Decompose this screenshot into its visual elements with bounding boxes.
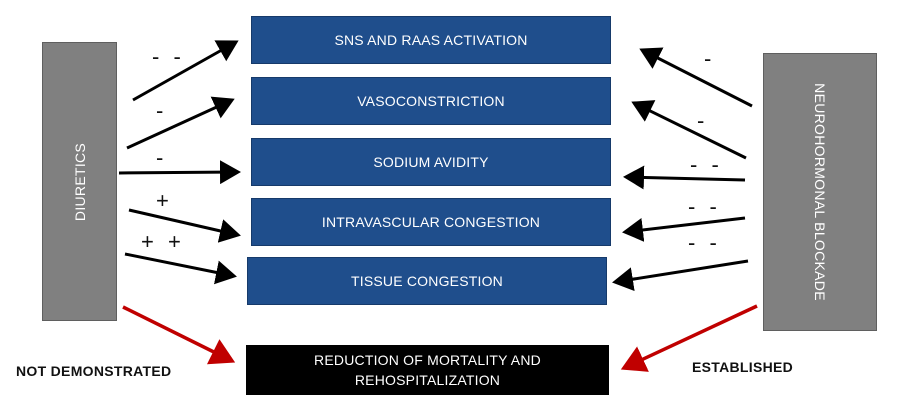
diuretics-sign-sns-raas: - - <box>152 44 185 69</box>
arrow-blockade-to-sns-raas <box>639 47 753 108</box>
caption-not-demonstrated: NOT DEMONSTRATED <box>16 363 172 379</box>
effect-label: VASOCONSTRICTION <box>357 93 505 109</box>
arrow-diuretics-to-outcome <box>122 305 236 365</box>
caption-established: ESTABLISHED <box>692 359 794 375</box>
blockade-sign-sns-raas: - <box>704 46 716 71</box>
outcome-line-1: REDUCTION OF MORTALITY AND <box>314 352 541 368</box>
diuretics-label: DIURETICS <box>71 142 88 221</box>
arrow-diuretics-to-sns-raas <box>132 40 239 102</box>
blockade-sign-vasoconstriction: - <box>697 108 709 133</box>
effect-label: SODIUM AVIDITY <box>373 154 489 170</box>
arrow-diuretics-to-tissue-congestion <box>124 252 237 285</box>
neurohormonal-blockade-label: NEUROHORMONAL BLOCKADE <box>812 83 828 301</box>
arrow-diuretics-to-sodium-avidity <box>118 160 241 185</box>
effect-label: TISSUE CONGESTION <box>351 273 503 289</box>
arrow-blockade-to-sodium-avidity <box>623 165 746 190</box>
blockade-sign-tissue-congestion: - - <box>688 230 721 255</box>
arrow-diuretics-to-intravascular-congestion <box>128 208 241 243</box>
diuretics-sign-sodium-avidity: - <box>156 145 168 170</box>
effect-box-sns-raas-activation: SNS AND RAAS ACTIVATION <box>251 16 611 64</box>
blockade-sign-intravascular-congestion: - - <box>688 194 721 219</box>
outcome-line-2: REHOSPITALIZATION <box>354 372 501 388</box>
effect-box-intravascular-congestion: INTRAVASCULAR CONGESTION <box>251 198 611 246</box>
effect-box-sodium-avidity: SODIUM AVIDITY <box>251 138 611 186</box>
diuretics-box: DIURETICS <box>42 42 117 321</box>
effect-box-vasoconstriction: VASOCONSTRICTION <box>251 77 611 125</box>
arrow-blockade-to-tissue-congestion <box>612 259 749 292</box>
effect-box-tissue-congestion: TISSUE CONGESTION <box>247 257 607 305</box>
effect-label: SNS AND RAAS ACTIVATION <box>334 32 528 48</box>
diuretics-sign-tissue-congestion: + + <box>141 229 185 254</box>
arrow-diuretics-to-vasoconstriction <box>126 96 235 150</box>
arrow-blockade-to-intravascular-congestion <box>622 216 746 242</box>
blockade-sign-sodium-avidity: - - <box>690 152 723 177</box>
effect-label: INTRAVASCULAR CONGESTION <box>321 214 541 230</box>
arrow-blockade-to-vasoconstriction <box>631 100 747 160</box>
neurohormonal-blockade-box: NEUROHORMONAL BLOCKADE <box>763 53 877 331</box>
diuretics-sign-vasoconstriction: - <box>156 98 168 123</box>
arrow-blockade-to-outcome <box>620 304 758 372</box>
outcome-box: REDUCTION OF MORTALITY AND REHOSPITALIZA… <box>246 345 609 395</box>
diuretics-sign-intravascular-congestion: + <box>156 188 173 213</box>
